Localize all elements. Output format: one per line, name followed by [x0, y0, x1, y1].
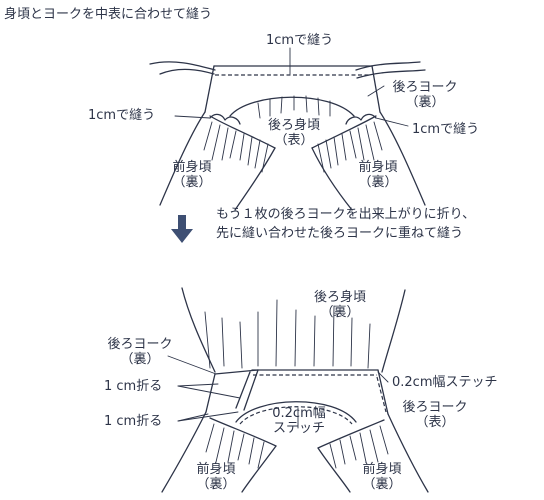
label-front-right-step1: 前身頃 （裏）	[348, 160, 408, 190]
label-back-yoke-name: 後ろヨーク	[392, 80, 458, 95]
label-stitch-center: 0.2cm幅 ステッチ	[258, 406, 340, 436]
label-back-body-side: （表）	[274, 133, 314, 148]
label-front-left2-name: 前身頃	[196, 462, 236, 477]
label-back-yoke-inner: 後ろヨーク （裏）	[100, 337, 180, 367]
label-yoke-inner-name: 後ろヨーク	[107, 337, 173, 352]
step1-illustration	[149, 47, 426, 211]
instruction-text: もう１枚の後ろヨークを出来上がりに折り、 先に縫い合わせた後ろヨークに重ねて縫う	[216, 205, 475, 243]
label-yoke-outer-side: （表）	[415, 415, 455, 430]
label-front-right-name: 前身頃	[358, 160, 398, 175]
label-back-yoke-step1: 後ろヨーク （裏）	[384, 80, 466, 110]
label-yoke-inner-side: （裏）	[120, 352, 160, 367]
label-back-yoke-outer: 後ろヨーク （表）	[394, 400, 476, 430]
label-stitch-center-1: 0.2cm幅	[272, 406, 326, 421]
label-back-body-step2: 後ろ身頃 （裏）	[300, 290, 380, 320]
label-front-right2-side: （裏）	[362, 477, 402, 492]
label-front-left-step1: 前身頃 （裏）	[162, 160, 222, 190]
label-front-left-name: 前身頃	[172, 160, 212, 175]
label-stitch-right: 0.2cm幅ステッチ	[392, 375, 498, 390]
label-back-body2-name: 後ろ身頃	[313, 290, 366, 305]
label-stitch-center-2: ステッチ	[272, 421, 325, 436]
label-seam-top: 1cmで縫う	[266, 33, 334, 48]
label-yoke-outer-name: 後ろヨーク	[402, 400, 468, 415]
instruction-line-2: 先に縫い合わせた後ろヨークに重ねて縫う	[216, 226, 464, 241]
step2-illustration	[161, 287, 429, 493]
label-front-right-side: （裏）	[358, 175, 398, 190]
label-fold-lower: 1 cm折る	[104, 414, 163, 429]
label-fold-upper: 1 cm折る	[104, 379, 163, 394]
label-front-right2-name: 前身頃	[362, 462, 402, 477]
label-back-body-name: 後ろ身頃	[267, 118, 320, 133]
label-back-body-step1: 後ろ身頃 （表）	[258, 118, 330, 148]
label-back-body2-side: （裏）	[320, 305, 360, 320]
label-front-left-step2: 前身頃 （裏）	[186, 462, 246, 492]
label-front-left2-side: （裏）	[196, 477, 236, 492]
label-back-yoke-side: （裏）	[405, 95, 445, 110]
label-front-right-step2: 前身頃 （裏）	[352, 462, 412, 492]
label-seam-left: 1cmで縫う	[88, 108, 156, 123]
instruction-line-1: もう１枚の後ろヨークを出来上がりに折り、	[216, 207, 476, 222]
label-front-left-side: （裏）	[172, 175, 212, 190]
step1-title: 身頃とヨークを中表に合わせて縫う	[4, 7, 213, 22]
down-arrow-icon	[171, 215, 193, 243]
label-seam-right: 1cmで縫う	[412, 122, 480, 137]
